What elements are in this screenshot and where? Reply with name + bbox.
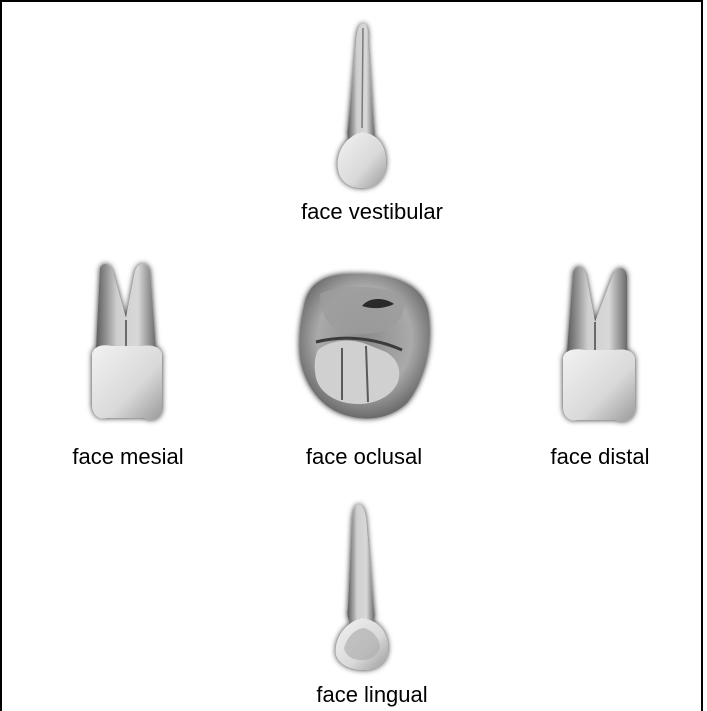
tooth-oclusal-view [290,266,440,426]
tooth-lingual-illustration [322,498,404,682]
label-distal: face distal [520,446,680,468]
tooth-mesial-illustration [82,258,178,434]
label-vestibular: face vestibular [282,201,462,223]
label-lingual: face lingual [282,684,462,706]
tooth-vestibular-view [322,18,404,198]
tooth-distal-view [553,260,649,436]
label-mesial: face mesial [48,446,208,468]
tooth-distal-illustration [553,260,649,436]
tooth-vestibular-illustration [322,18,404,198]
tooth-mesial-view [82,258,178,434]
label-oclusal: face oclusal [284,446,444,468]
tooth-oclusal-illustration [290,266,440,426]
tooth-lingual-view [322,498,404,682]
